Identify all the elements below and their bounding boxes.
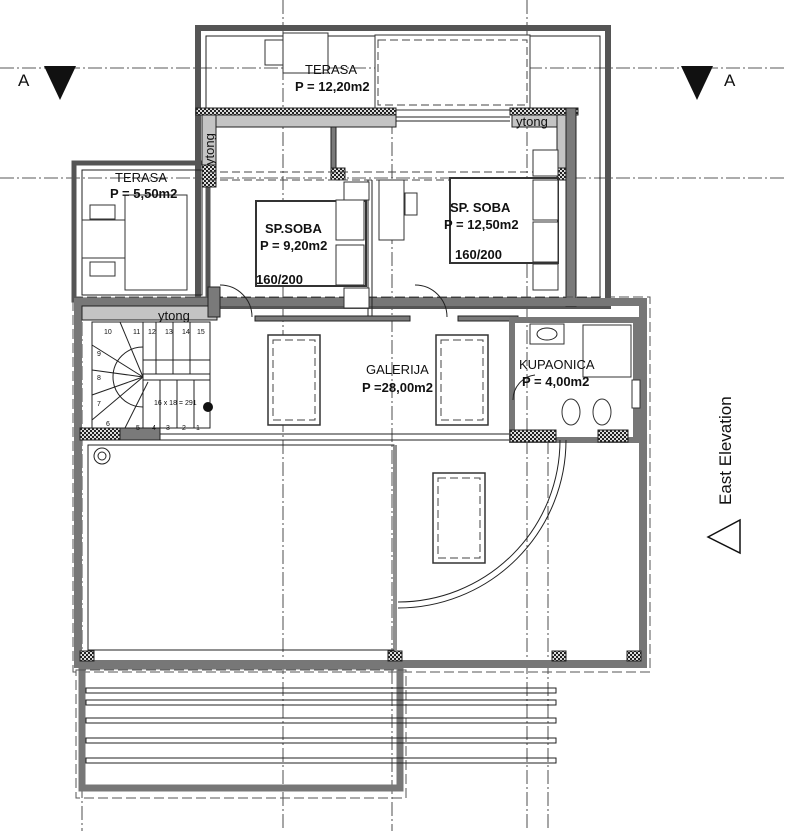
step-9: 9 <box>97 351 101 358</box>
step-10: 10 <box>104 329 112 336</box>
bedroom-2: SP. SOBA P = 12,50m2 160/200 <box>378 149 559 291</box>
ytong-label-stairs: ytong <box>158 308 190 323</box>
step-12: 12 <box>148 329 156 336</box>
ytong-label-left: ytong <box>202 133 217 165</box>
section-arrow-icon <box>44 66 76 100</box>
terrace-left-area: P = 5,50m2 <box>110 186 177 201</box>
step-8: 8 <box>97 375 101 382</box>
terrace-top-area: P = 12,20m2 <box>295 79 370 94</box>
balcony-bottom <box>75 662 557 799</box>
gallery-area: P =28,00m2 <box>362 380 433 395</box>
stair-formula: 16 x 18 = 291 <box>154 400 197 407</box>
bathroom-area: P = 4,00m2 <box>522 374 589 389</box>
bathroom: KUPAONICA P = 4,00m2 <box>512 323 641 426</box>
bedroom-1: SP.SOBA P = 9,20m2 160/200 <box>219 181 448 318</box>
step-3: 3 <box>166 425 170 432</box>
east-elevation-label: East Elevation <box>716 396 735 505</box>
section-label-left: A <box>18 71 30 90</box>
bedroom-2-bed-size: 160/200 <box>455 247 502 262</box>
bedroom-1-name: SP.SOBA <box>265 221 322 236</box>
section-marker-right: A <box>681 66 736 100</box>
section-marker-left: A <box>18 66 76 100</box>
bedroom-2-area: P = 12,50m2 <box>444 217 519 232</box>
step-2: 2 <box>182 425 186 432</box>
terrace-left-name: TERASA <box>115 170 167 185</box>
step-11: 11 <box>133 329 140 336</box>
stair-step-numbers: 1 2 3 4 5 6 7 8 9 10 11 12 13 14 15 16 x… <box>97 329 205 432</box>
staircase: 1 2 3 4 5 6 7 8 9 10 11 12 13 14 15 16 x… <box>91 321 213 432</box>
terrace-left: TERASA P = 5,50m2 <box>71 160 211 303</box>
bedroom-1-bed-size: 160/200 <box>256 272 303 287</box>
terrace-top: TERASA P = 12,20m2 <box>195 25 611 309</box>
bedroom-1-area: P = 9,20m2 <box>260 238 327 253</box>
step-1: 1 <box>196 425 200 432</box>
ytong-label-right: ytong <box>516 114 548 129</box>
bathroom-name: KUPAONICA <box>519 357 595 372</box>
step-6: 6 <box>106 421 110 428</box>
gallery-name: GALERIJA <box>366 362 429 377</box>
bedroom-2-name: SP. SOBA <box>450 200 511 215</box>
section-arrow-icon <box>681 66 713 100</box>
east-elevation-marker: East Elevation <box>706 396 741 555</box>
step-5: 5 <box>136 425 140 432</box>
elevation-triangle-icon <box>706 518 741 555</box>
step-7: 7 <box>97 401 101 408</box>
step-13: 13 <box>165 329 173 336</box>
terrace-top-name: TERASA <box>305 62 357 77</box>
step-15: 15 <box>197 329 205 336</box>
step-4: 4 <box>152 425 156 432</box>
step-14: 14 <box>182 329 190 336</box>
gallery: GALERIJA P =28,00m2 <box>87 334 567 651</box>
section-label-right: A <box>724 71 736 90</box>
